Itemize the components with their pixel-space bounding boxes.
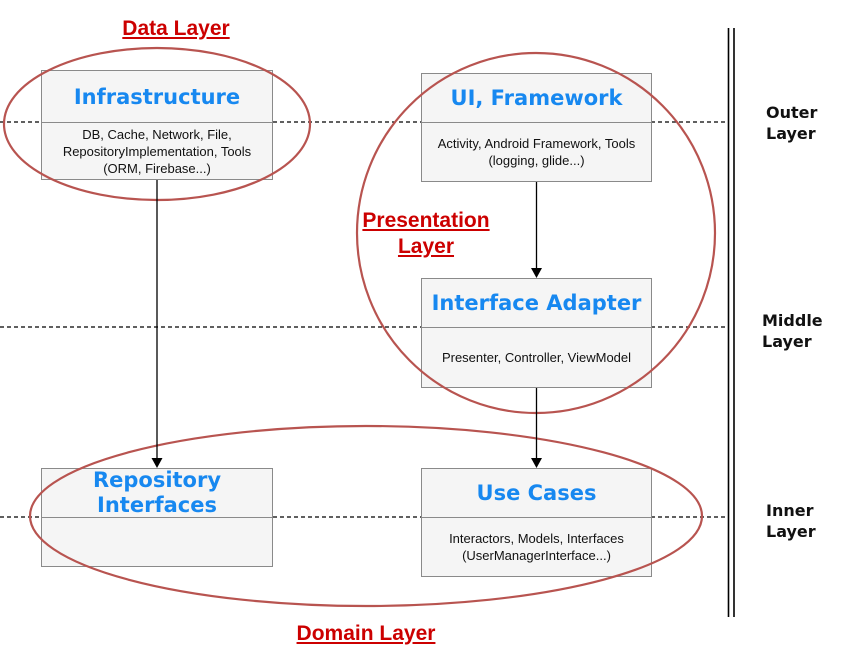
inner-layer-label: Inner Layer [766, 501, 816, 541]
outer-layer-label: Outer Layer [766, 103, 818, 143]
domain-layer-label: Domain Layer [296, 622, 436, 645]
infrastructure-box-title: Infrastructure [42, 71, 272, 123]
ui-framework-box-body: Activity, Android Framework, Tools (logg… [437, 136, 636, 168]
infrastructure-box: Infrastructure DB, Cache, Network, File,… [41, 70, 273, 180]
infrastructure-box-body: DB, Cache, Network, File, RepositoryImpl… [62, 126, 252, 176]
arrowhead-ui-to-interface-adapter [531, 268, 542, 278]
repository-interfaces-box: Repository Interfaces [41, 468, 273, 567]
ui-framework-box: UI, Framework Activity, Android Framewor… [421, 73, 652, 182]
interface-adapter-box: Interface Adapter Presenter, Controller,… [421, 278, 652, 388]
middle-layer-label: Middle Layer [762, 311, 823, 351]
interface-adapter-box-title: Interface Adapter [422, 279, 651, 328]
repository-interfaces-box-body [42, 518, 272, 566]
interface-adapter-box-body: Presenter, Controller, ViewModel [441, 350, 632, 365]
ui-framework-box-title: UI, Framework [422, 74, 651, 123]
data-layer-label: Data Layer [122, 17, 230, 40]
use-cases-box-title: Use Cases [422, 469, 651, 518]
use-cases-box: Use Cases Interactors, Models, Interface… [421, 468, 652, 577]
presentation-layer-label: Presentation Layer [362, 209, 490, 258]
repository-interfaces-box-title: Repository Interfaces [42, 468, 272, 518]
arrowhead-infrastructure-to-repository [151, 458, 163, 468]
arrowhead-interface-adapter-to-use-cases [531, 458, 542, 468]
use-cases-box-body: Interactors, Models, Interfaces (UserMan… [449, 531, 624, 563]
